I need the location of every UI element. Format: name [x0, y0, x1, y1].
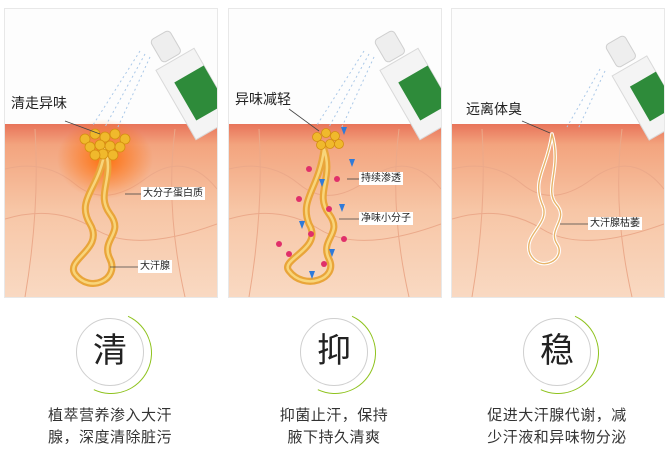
illustration-panel-3: 远离体臭 大汗腺枯萎 [451, 8, 665, 298]
feature-inhibit: 抑 抑菌止汗，保持 腋下持久清爽 [228, 318, 440, 448]
callout-protein: 大分子蛋白质 [141, 187, 205, 200]
panel-title-1: 清走异味 [11, 96, 67, 112]
skin-cross-section-illustration [229, 30, 441, 297]
feature-char: 抑 [317, 331, 351, 371]
feature-stable: 稳 促进大汗腺代谢，减 少汗液和异味物分泌 [451, 318, 663, 448]
spray-bottle-icon [150, 30, 217, 141]
callout-gland-1: 大汗腺 [138, 260, 172, 273]
circle-badge-icon: 稳 [523, 318, 591, 386]
callout-small-molecule: 净味小分子 [359, 212, 413, 225]
panel-title-3: 远离体臭 [466, 102, 522, 118]
spray-bottle-icon [374, 30, 441, 141]
feature-description: 促进大汗腺代谢，减 少汗液和异味物分泌 [487, 406, 627, 446]
feature-description: 植萃营养渗入大汗 腺，深度清除脏污 [47, 406, 172, 446]
feature-char: 清 [93, 331, 127, 371]
feature-char: 稳 [540, 331, 574, 371]
feature-description: 抑菌止汗，保持 腋下持久清爽 [279, 406, 389, 446]
skin-cross-section-illustration [5, 30, 217, 297]
illustration-panel-2: 异味减轻 持续渗透 净味小分子 [228, 8, 442, 298]
panel-title-2: 异味减轻 [235, 92, 291, 108]
spray-bottle-icon [605, 35, 664, 141]
circle-badge-icon: 抑 [300, 318, 368, 386]
circle-badge-icon: 清 [76, 318, 144, 386]
callout-penetrate: 持续渗透 [359, 172, 403, 185]
illustration-panel-1: 清走异味 大分子蛋白质 大汗腺 [4, 8, 218, 298]
feature-clean: 清 植萃营养渗入大汗 腺，深度清除脏污 [4, 318, 216, 448]
skin-cross-section-illustration [452, 35, 664, 297]
callout-gland-wither: 大汗腺枯萎 [588, 217, 642, 230]
